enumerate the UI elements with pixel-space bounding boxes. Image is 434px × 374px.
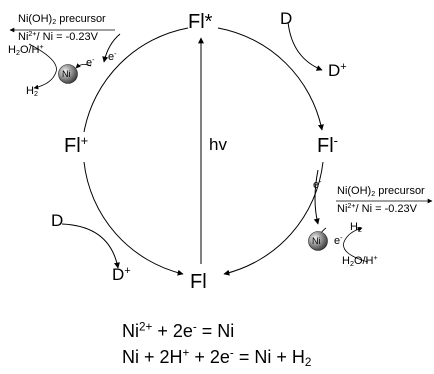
nickel-particle-right	[308, 231, 328, 251]
hydrogen-right: H2	[350, 221, 362, 234]
state-excited-label: Fl*	[188, 11, 213, 33]
hydrogen-evolution-left-arrow	[28, 43, 57, 90]
equation-hydrogen-evolution: Ni + 2H+ + 2e- = Ni + H2	[122, 346, 312, 369]
proton-source-left: H2O/H+	[8, 43, 44, 57]
donor-bottom-label: D	[51, 211, 64, 230]
donor-top-label: D	[280, 9, 293, 28]
donor-top-arrow	[287, 21, 323, 71]
equation-nickel-reduction: Ni2+ + 2e- = Ni	[122, 320, 235, 341]
precursor-right-potential: Ni2+/ Ni = -0.23V	[337, 202, 417, 215]
cycle-arc-top-left	[83, 27, 189, 133]
electron-label-upper: e-	[108, 50, 117, 63]
electron-label-left-nickel: e-	[86, 56, 95, 69]
electron-to-precursor-right-arrow	[313, 169, 320, 225]
nickel-particle-left	[58, 64, 78, 84]
light-excitation-label: hv	[209, 135, 227, 154]
precursor-left-potential: Ni2+/ Ni = -0.23V	[18, 30, 98, 43]
electron-to-nickel-left-arrow	[75, 63, 92, 69]
electron-to-precursor-arrow	[102, 33, 121, 63]
proton-source-right: H2O/H+	[342, 254, 378, 268]
nickel-left-label: Ni	[62, 69, 71, 79]
nickel-right-label: Ni	[312, 236, 321, 246]
electron-label-right-nickel: e-	[334, 234, 343, 247]
state-ground-label: Fl	[190, 271, 207, 293]
state-oxidized-label: Fl+	[64, 132, 89, 157]
cycle-arc-bottom-right	[223, 161, 324, 276]
hydrogen-left: H2	[26, 85, 38, 98]
donor-bottom-arrow	[61, 223, 120, 269]
cycle-arc-top-right	[217, 27, 324, 131]
electron-label-right: e-	[313, 178, 322, 191]
cycle-arc-bottom-left	[83, 161, 184, 276]
precursor-right-name: Ni(OH)2 precursor	[337, 185, 425, 198]
state-reduced-label: Fl-	[317, 132, 339, 157]
donor-bottom-oxidized-label: D+	[112, 264, 131, 284]
donor-top-oxidized-label: D+	[328, 60, 347, 80]
precursor-left-name: Ni(OH)2 precursor	[18, 13, 106, 26]
hydrogen-evolution-right-arrow	[343, 226, 369, 263]
